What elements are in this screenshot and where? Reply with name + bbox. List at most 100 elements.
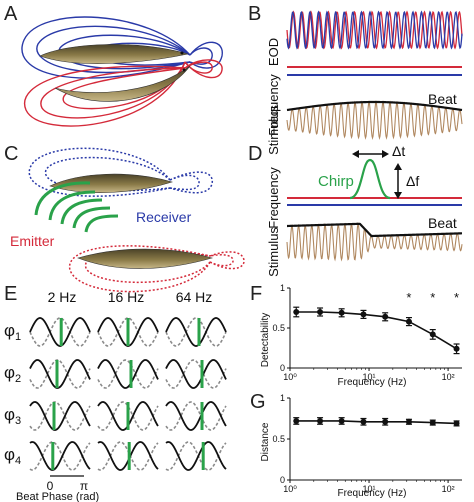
phase-cell	[97, 441, 159, 471]
g-ylabel: Distance	[260, 422, 271, 461]
phase-axis-zero: 0	[47, 479, 54, 493]
data-point	[338, 417, 345, 424]
data-point	[382, 418, 389, 425]
significance-star: *	[454, 290, 459, 305]
data-point	[453, 345, 460, 352]
x-tick-label: 10¹	[363, 484, 376, 494]
column-label-64hz: 64 Hz	[176, 289, 213, 305]
x-tick-label: 10¹	[363, 372, 376, 382]
f-xlabel: Frequency (Hz)	[338, 377, 407, 388]
svg-text:3: 3	[15, 415, 21, 427]
reference-wave	[29, 359, 91, 389]
reference-wave	[165, 441, 227, 471]
phase-cell	[165, 441, 227, 471]
series-line	[296, 420, 457, 425]
panel-label-g: G	[250, 391, 266, 413]
reference-wave	[97, 359, 159, 389]
beat-label-b: Beat	[428, 91, 457, 107]
phase-axis-label: Beat Phase (rad)	[16, 491, 99, 502]
shifted-wave	[29, 317, 91, 347]
phase-cell	[165, 401, 227, 431]
beat-envelope-d	[286, 222, 463, 238]
svg-text:φ: φ	[4, 445, 15, 464]
panel-label-a: A	[4, 3, 18, 25]
data-point	[429, 419, 436, 426]
fish-emitter-a	[54, 65, 191, 102]
phase-cell	[97, 401, 159, 431]
chirp-field-lines-c	[34, 181, 119, 233]
panel-label-f: F	[250, 283, 262, 305]
shifted-wave	[165, 317, 227, 347]
reference-wave	[165, 317, 227, 347]
g-xlabel: Frequency (Hz)	[338, 488, 407, 499]
panel-label-c: C	[4, 143, 18, 165]
shifted-wave	[97, 317, 159, 347]
x-tick-label: 10²	[442, 372, 455, 382]
data-point	[405, 318, 412, 325]
data-point	[382, 313, 389, 320]
delta-t-arrow	[352, 150, 389, 158]
significance-star: *	[406, 290, 411, 305]
stimulus-label-b: Stimulus	[266, 105, 281, 155]
beat-label-d: Beat	[428, 215, 457, 231]
x-tick-label: 10²	[442, 484, 455, 494]
data-point	[453, 420, 460, 427]
reference-wave	[29, 401, 91, 431]
f-ylabel: Detectability	[260, 313, 271, 367]
frequency-label-d: Frequency	[266, 167, 281, 229]
fish-receiver-a	[39, 44, 189, 64]
y-tick-label: 0.5	[272, 323, 285, 333]
x-tick-label: 10⁰	[283, 372, 297, 382]
svg-text:φ: φ	[4, 363, 15, 382]
phase-cell	[165, 317, 227, 347]
panel-label-e: E	[4, 283, 17, 305]
data-point	[338, 309, 345, 316]
beat-envelope-b	[286, 100, 463, 112]
field-lines-emitter-a	[23, 59, 223, 127]
phase-cell	[29, 401, 91, 431]
phase-cell	[97, 317, 159, 347]
svg-text:1: 1	[15, 331, 21, 343]
phase-cell	[97, 359, 159, 389]
phase-cell	[29, 359, 91, 389]
eod-label: EOD	[266, 38, 281, 66]
reference-wave	[165, 359, 227, 389]
phase-cell	[29, 441, 91, 471]
y-tick-label: 1	[280, 393, 285, 403]
phase-cell	[29, 317, 91, 347]
reference-wave	[29, 441, 91, 471]
shifted-wave	[29, 441, 91, 471]
stimulus-label-d: Stimulus	[266, 227, 281, 277]
y-tick-label: 1	[280, 283, 285, 293]
chirp-bump	[349, 158, 391, 200]
delta-f-arrow	[394, 163, 402, 199]
svg-text:4: 4	[15, 455, 21, 467]
frequency-label-b: Frequency	[266, 74, 281, 136]
shifted-wave	[165, 441, 227, 471]
svg-text:φ: φ	[4, 405, 15, 424]
svg-text:2: 2	[15, 373, 21, 385]
stimulus-trace-d	[286, 222, 463, 262]
fish-emitter-c	[77, 248, 214, 269]
phase-cell	[165, 359, 227, 389]
x-tick-label: 10⁰	[283, 484, 297, 494]
receiver-label: Receiver	[136, 209, 192, 225]
column-label-2hz: 2 Hz	[48, 289, 77, 305]
data-point	[360, 418, 367, 425]
y-tick-label: 0.5	[272, 434, 285, 444]
column-label-16hz: 16 Hz	[108, 289, 145, 305]
shifted-wave	[29, 359, 91, 389]
phase-wave-grid	[29, 317, 227, 471]
field-lines-receiver-a	[21, 16, 223, 79]
data-point	[405, 418, 412, 425]
significance-star: *	[430, 290, 435, 305]
chirp-label: Chirp	[318, 173, 354, 190]
data-point	[293, 417, 300, 424]
data-point	[293, 309, 300, 315]
